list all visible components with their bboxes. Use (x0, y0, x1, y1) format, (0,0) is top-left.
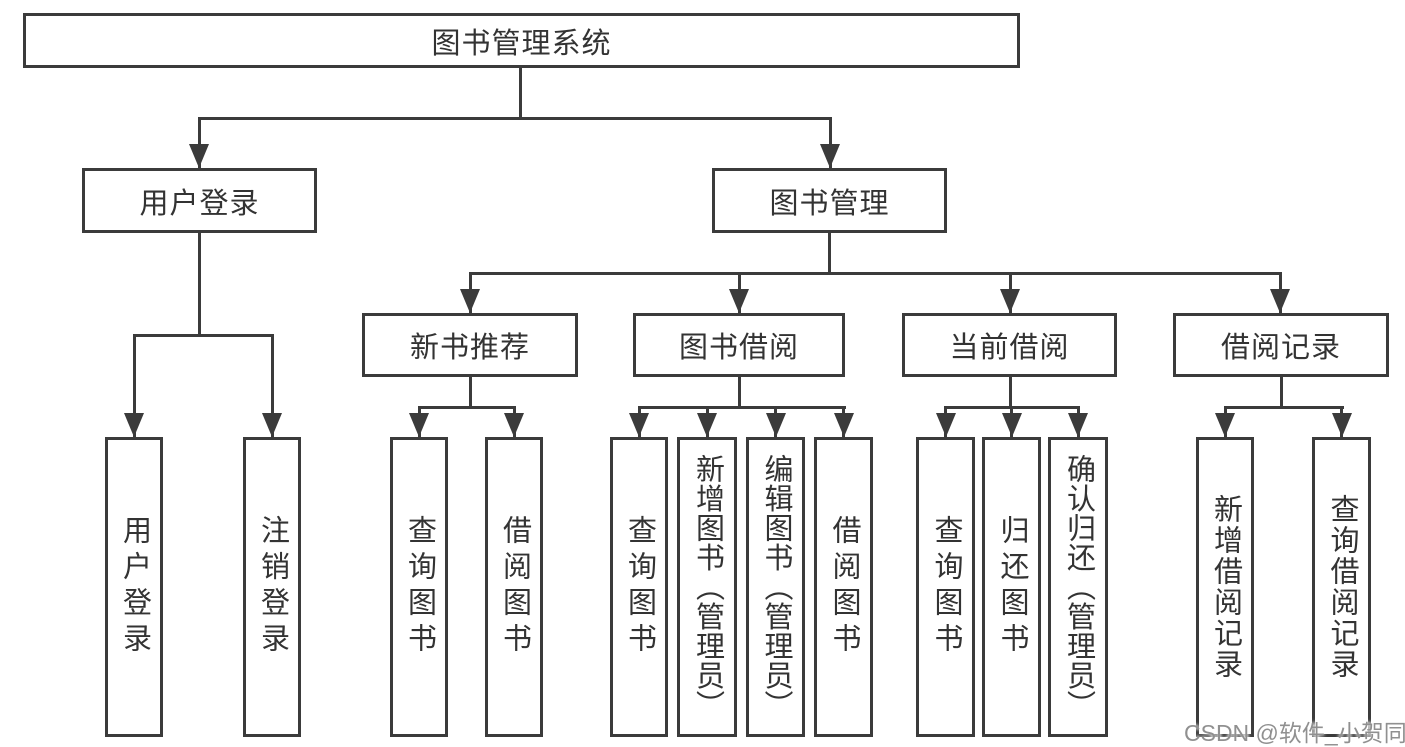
node-label: 新增借阅记录 (1209, 494, 1242, 680)
node-new-book-recommend: 新书推荐 (362, 313, 578, 377)
arrow-down-leaf (417, 406, 421, 437)
connector-stub-new-book-recommend (468, 377, 472, 409)
arrow-down-to-user-login (197, 117, 201, 168)
node-label: 查询借阅记录 (1326, 494, 1358, 680)
node-current-borrow: 当前借阅 (902, 313, 1117, 377)
node-label: 编辑图书（管理员） (760, 454, 792, 720)
leaf-query-books-current: 查询图书 (916, 437, 975, 737)
arrow-down-leaf (842, 406, 845, 437)
arrow-down-to-book-management (828, 117, 832, 168)
node-label: 确认归还（管理员） (1062, 454, 1095, 720)
leaf-add-borrow-record: 新增借阅记录 (1196, 437, 1254, 737)
arrow-down-leaf (1340, 406, 1343, 437)
node-label: 查询图书 (623, 515, 656, 659)
leaf-logout: 注销登录 (243, 437, 301, 737)
leaf-edit-books-admin: 编辑图书（管理员） (746, 437, 805, 737)
arrow-down-leaf (1076, 406, 1080, 437)
node-label: 归还图书 (996, 515, 1028, 659)
node-label: 新书推荐 (409, 332, 530, 364)
node-label: 用户登录 (139, 187, 260, 220)
connector-branch-book-management (468, 272, 1282, 275)
connector-branch-borrow-record (1223, 406, 1344, 409)
node-label: 借阅记录 (1220, 332, 1341, 364)
arrow-down-leaf (774, 406, 777, 437)
node-label: 当前借阅 (949, 332, 1070, 364)
connector-branch-user-login (132, 334, 274, 337)
node-label: 新增图书（管理员） (691, 454, 724, 720)
node-book-management: 图书管理 (712, 168, 947, 233)
connector-stub-current-borrow (1008, 377, 1012, 409)
leaf-add-books-admin: 新增图书（管理员） (677, 437, 737, 737)
leaf-confirm-return-admin: 确认归还（管理员） (1048, 437, 1108, 737)
connector-stub-root (518, 68, 522, 120)
connector-stub-book-borrow (737, 377, 741, 409)
node-user-login: 用户登录 (82, 168, 317, 233)
node-label: 查询图书 (403, 515, 436, 659)
connector-branch-root (197, 117, 832, 120)
arrow-down-to-current-borrow (1008, 274, 1012, 313)
node-library-management-system: 图书管理系统 (23, 13, 1020, 68)
connector-stub-borrow-record (1279, 377, 1283, 409)
node-book-borrow: 图书借阅 (633, 313, 845, 377)
node-label: 图书借阅 (678, 332, 799, 364)
arrow-down-leaf (512, 406, 516, 437)
node-label: 用户登录 (118, 515, 151, 659)
arrow-down-to-borrow-record (1278, 274, 1282, 313)
arrow-down-to-leaf-user-login (132, 334, 136, 437)
node-label: 查询图书 (930, 515, 962, 659)
arrow-down-to-new-book-recommend (468, 274, 472, 313)
arrow-down-leaf (1010, 406, 1013, 437)
arrow-down-leaf (637, 406, 641, 437)
connector-stub-book-management (827, 232, 831, 275)
leaf-borrow-books: 借阅图书 (814, 437, 873, 737)
leaf-user-login: 用户登录 (105, 437, 163, 737)
arrow-down-leaf (705, 406, 709, 437)
leaf-borrow-books-recommend: 借阅图书 (485, 437, 543, 737)
node-label: 注销登录 (256, 515, 289, 659)
arrow-down-leaf (944, 406, 947, 437)
node-label: 图书管理系统 (431, 27, 612, 60)
arrow-down-to-leaf-logout (270, 334, 274, 437)
leaf-return-books: 归还图书 (982, 437, 1041, 737)
connector-branch-new-book-recommend (417, 406, 516, 409)
leaf-query-books-borrow: 查询图书 (610, 437, 668, 737)
node-label: 图书管理 (769, 187, 890, 220)
connector-stub-user-login (197, 232, 201, 337)
connector-branch-book-borrow (637, 406, 846, 409)
leaf-query-borrow-record: 查询借阅记录 (1312, 437, 1371, 737)
arrow-down-leaf (1223, 406, 1227, 437)
leaf-query-books-recommend: 查询图书 (390, 437, 448, 737)
arrow-down-to-book-borrow (737, 274, 741, 313)
node-borrow-record: 借阅记录 (1173, 313, 1389, 377)
node-label: 借阅图书 (498, 515, 531, 659)
node-label: 借阅图书 (828, 515, 860, 659)
csdn-watermark: CSDN @软件_小贺同学 (1184, 720, 1405, 746)
